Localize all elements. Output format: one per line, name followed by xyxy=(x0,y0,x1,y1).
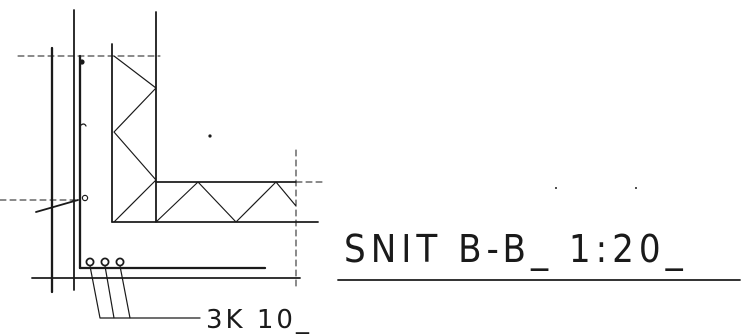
callout-leader-1 xyxy=(89,265,201,319)
leader-pointer xyxy=(35,199,79,213)
rebar-circle-1 xyxy=(85,257,95,267)
rebar-mark-mid xyxy=(79,123,87,127)
rebar-circle-2 xyxy=(100,257,110,267)
insulation-zigzag-vertical xyxy=(113,55,157,223)
rebar-dot-top xyxy=(79,59,85,65)
stray-dot-2 xyxy=(555,187,557,189)
callout-leader-3 xyxy=(119,265,131,319)
insulation-zigzag-horizontal xyxy=(155,181,297,223)
callout-leader-2 xyxy=(104,265,115,319)
rebar-callout-text: 3K 10_ xyxy=(206,305,312,335)
stray-dot xyxy=(208,134,212,138)
section-title: SNIT B-B_ 1:20_ xyxy=(344,227,688,271)
rebar-circle-3 xyxy=(115,257,125,267)
stray-dot-3 xyxy=(635,187,637,189)
rebar-circle-low xyxy=(81,194,89,202)
